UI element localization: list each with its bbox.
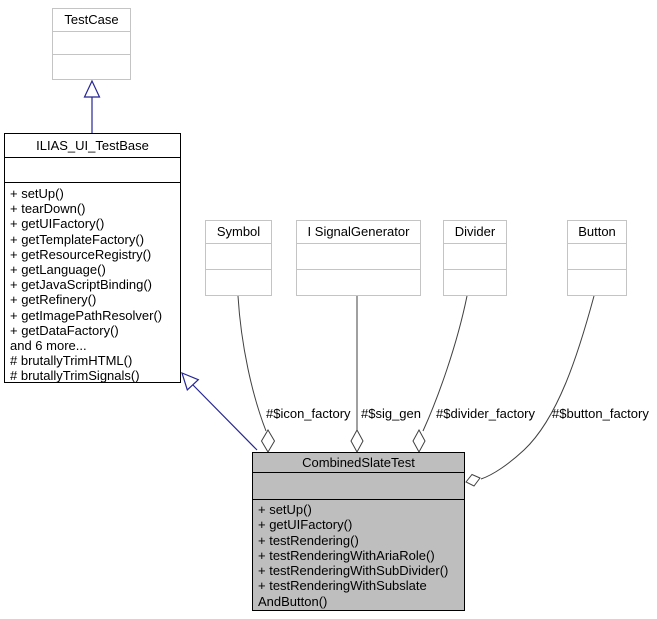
aggregation-diamond-divider-factory <box>412 428 426 454</box>
inheritance-arrowhead-testbase <box>181 371 200 391</box>
methods-compartment <box>444 270 506 272</box>
methods-compartment <box>53 55 130 57</box>
attributes-compartment <box>53 32 130 55</box>
inheritance-arrowhead-testcase <box>83 79 101 98</box>
class-box-testcase: TestCase <box>52 8 131 80</box>
methods-compartment <box>206 270 271 272</box>
class-title: Button <box>568 221 626 244</box>
method-line: AndButton() <box>258 593 328 609</box>
class-title: TestCase <box>53 9 130 32</box>
aggregation-diamond-button-factory <box>465 473 481 487</box>
attributes-compartment <box>206 244 271 270</box>
method-line: and 6 more... <box>10 338 87 354</box>
method-line: + setUp() <box>10 186 64 201</box>
method-line: + getRefinery() <box>10 292 97 308</box>
methods-compartment: + setUp() + getUIFactory() + testRenderi… <box>253 500 464 609</box>
aggregation-diamond-icon-factory <box>260 429 276 453</box>
method-line: + getDataFactory() <box>10 322 119 338</box>
method-line: + testRenderingWithSubslate <box>258 578 427 594</box>
method-line: + tearDown() <box>10 201 86 217</box>
class-box-combinedslatetest: CombinedSlateTest + setUp() + getUIFacto… <box>252 452 465 611</box>
class-box-button: Button <box>567 220 627 296</box>
method-line: + getImagePathResolver() <box>10 307 163 323</box>
method-line: # brutallyTrimHTML() <box>10 353 133 369</box>
class-box-ilias-ui-testbase[interactable]: ILIAS_UI_TestBase + setUp() + tearDown()… <box>4 133 181 383</box>
class-box-i-signalgenerator: I SignalGenerator <box>296 220 421 296</box>
attributes-compartment <box>5 158 180 183</box>
aggregation-diamond-sig-gen <box>350 428 364 454</box>
method-line: + setUp() <box>258 502 312 517</box>
class-title: Symbol <box>206 221 271 244</box>
method-line: + getUIFactory() <box>10 216 105 232</box>
edge-label-sig-gen: #$sig_gen <box>361 406 421 421</box>
method-line: + getUIFactory() <box>258 517 353 533</box>
class-title: CombinedSlateTest <box>253 453 464 473</box>
class-box-divider: Divider <box>443 220 507 296</box>
method-line: + getJavaScriptBinding() <box>10 277 152 293</box>
class-title: ILIAS_UI_TestBase <box>5 134 180 158</box>
edge-label-divider-factory: #$divider_factory <box>436 406 535 421</box>
method-line: + testRenderingWithAriaRole() <box>258 547 435 563</box>
method-line: + getResourceRegistry() <box>10 246 152 262</box>
attributes-compartment <box>297 244 420 270</box>
aggregation-edge-symbol <box>237 295 267 432</box>
method-line: # brutallyTrimSignals() <box>10 368 140 384</box>
edge-label-icon-factory: #$icon_factory <box>266 406 351 421</box>
methods-compartment: + setUp() + tearDown() + getUIFactory() … <box>5 183 180 384</box>
aggregation-edge-button <box>480 295 595 480</box>
method-line: + testRendering() <box>258 532 359 548</box>
class-title: I SignalGenerator <box>297 221 420 244</box>
method-line: + getTemplateFactory() <box>10 231 145 247</box>
attributes-compartment <box>444 244 506 270</box>
method-line: + getLanguage() <box>10 262 106 278</box>
method-line: + testRenderingWithSubDivider() <box>258 563 449 579</box>
edge-label-button-factory: #$button_factory <box>552 406 649 421</box>
class-box-symbol: Symbol <box>205 220 272 296</box>
inheritance-edge-combined-to-testbase <box>192 384 258 451</box>
attributes-compartment <box>568 244 626 270</box>
methods-compartment <box>568 270 626 272</box>
class-title: Divider <box>444 221 506 244</box>
methods-compartment <box>297 270 420 272</box>
attributes-compartment <box>253 473 464 500</box>
